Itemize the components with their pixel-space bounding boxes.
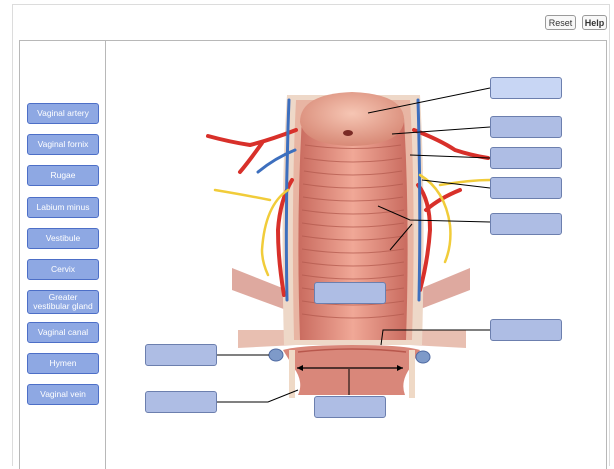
drop-target-10[interactable] (314, 396, 386, 418)
label-vaginal-vein[interactable]: Vaginal vein (27, 384, 99, 405)
label-vestibule[interactable]: Vestibule (27, 228, 99, 249)
activity-frame (12, 4, 610, 466)
greater-vestibular-gland-left (268, 348, 284, 362)
label-vaginal-artery[interactable]: Vaginal artery (27, 103, 99, 124)
drop-target-7[interactable] (490, 319, 562, 341)
drop-target-6[interactable] (314, 282, 386, 304)
drop-target-4[interactable] (490, 177, 562, 199)
label-vaginal-fornix[interactable]: Vaginal fornix (27, 134, 99, 155)
reset-button[interactable]: Reset (545, 15, 576, 30)
label-hymen[interactable]: Hymen (27, 353, 99, 374)
drop-target-5[interactable] (490, 213, 562, 235)
label-cervix[interactable]: Cervix (27, 259, 99, 280)
label-labium-minus[interactable]: Labium minus (27, 197, 99, 218)
vaginal-canal-shape (298, 118, 408, 340)
cervix-shape (300, 92, 405, 146)
drop-target-2[interactable] (490, 116, 562, 138)
label-greater-vestibular-gland[interactable]: Greater vestibular gland (27, 290, 99, 314)
drop-target-1[interactable] (490, 77, 562, 99)
vaginal-artery-left (206, 128, 298, 148)
drop-target-3[interactable] (490, 147, 562, 169)
workspace-panel (19, 40, 607, 469)
vestibule-shape (283, 345, 420, 395)
help-button[interactable]: Help (582, 15, 607, 30)
drop-target-8[interactable] (145, 344, 217, 366)
drop-target-9[interactable] (145, 391, 217, 413)
greater-vestibular-gland-right (415, 350, 431, 364)
label-bank-divider (105, 41, 106, 469)
label-rugae[interactable]: Rugae (27, 165, 99, 186)
label-vaginal-canal[interactable]: Vaginal canal (27, 322, 99, 343)
